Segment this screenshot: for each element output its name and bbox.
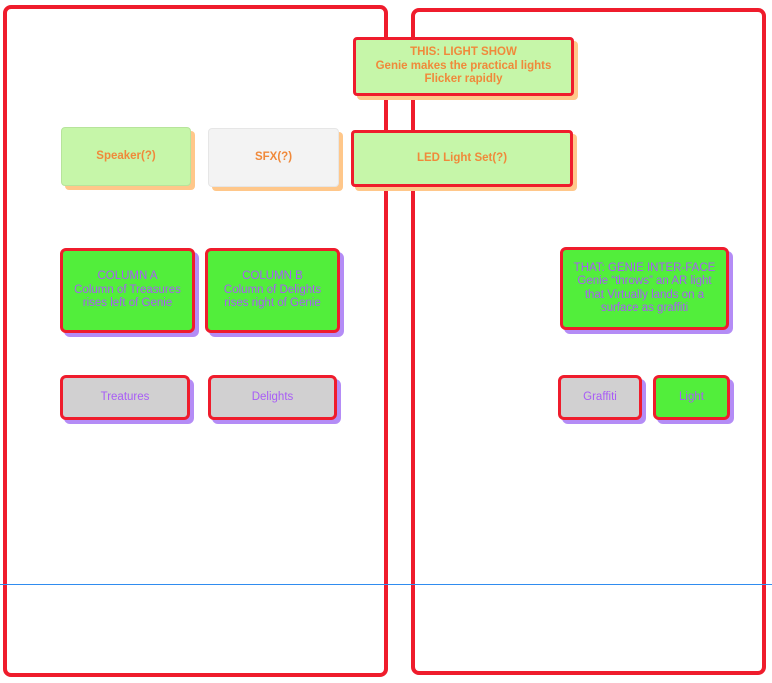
column-a-text: COLUMN A Column of Treasures rises left … [74,270,181,310]
right-frame[interactable] [411,8,766,675]
sfx-text: SFX(?) [254,150,293,163]
column-b-text: COLUMN B Column of Delights rises right … [223,270,322,310]
light-text: Light [679,390,704,403]
delights-box[interactable]: Delights [208,375,337,420]
speaker-note[interactable]: Speaker(?) [61,127,191,186]
led-light-set-text: LED Light Set(?) [416,151,508,164]
genie-interface-box[interactable]: THAT: GENIE INTER-FACE Genie “throws” an… [560,247,729,330]
treatures-box[interactable]: Treatures [60,375,190,420]
sfx-note[interactable]: SFX(?) [208,128,339,187]
left-frame[interactable] [3,5,388,677]
graffiti-text: Graffiti [583,390,617,403]
genie-interface-text: THAT: GENIE INTER-FACE Genie “throws” an… [573,261,716,315]
speaker-text: Speaker(?) [96,149,156,162]
horizontal-guide-line [0,584,772,585]
column-b-box[interactable]: COLUMN B Column of Delights rises right … [205,248,340,333]
led-light-set-note[interactable]: LED Light Set(?) [351,130,573,187]
graffiti-box[interactable]: Graffiti [558,375,642,420]
this-light-show-text: THIS: LIGHT SHOW Genie makes the practic… [375,46,552,86]
this-light-show-note[interactable]: THIS: LIGHT SHOW Genie makes the practic… [353,37,574,96]
delights-text: Delights [251,390,294,403]
treatures-text: Treatures [100,390,150,403]
light-box[interactable]: Light [653,375,730,420]
column-a-box[interactable]: COLUMN A Column of Treasures rises left … [60,248,195,333]
